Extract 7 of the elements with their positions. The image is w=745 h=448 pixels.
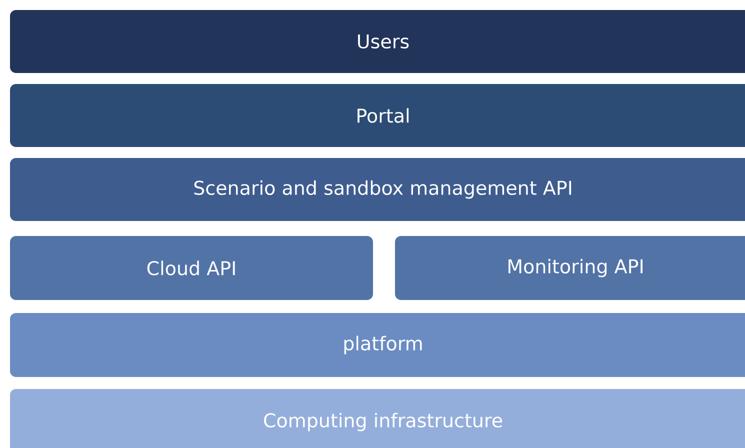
layer-band: Monitoring API [395,236,745,300]
layer-band: Cloud API [10,236,373,300]
layer-band: Computing infrastructure [10,389,745,448]
layer-band: Portal [10,84,745,147]
layer-band: Scenario and sandbox management API [10,158,745,221]
layer-band: Users [10,10,745,73]
layer-band: platform [10,313,745,377]
